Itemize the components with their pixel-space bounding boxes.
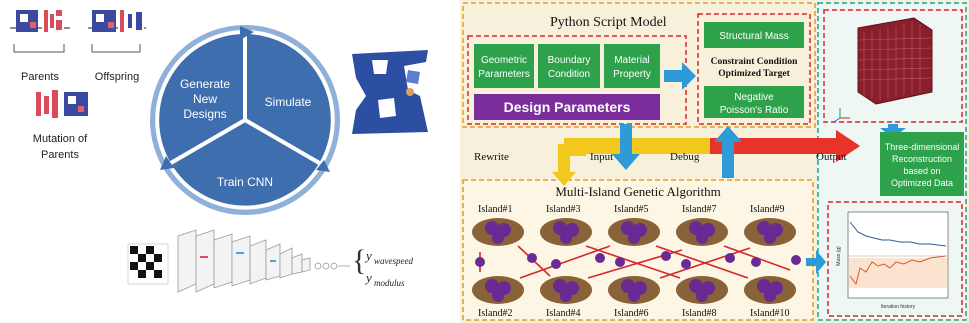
boundary-label-line1: Boundary bbox=[548, 55, 591, 66]
y-wavespeed-sub: wavespeed bbox=[374, 256, 413, 266]
convergence-plot bbox=[827, 201, 963, 317]
island-1 bbox=[472, 218, 524, 246]
island-9-label: Island#9 bbox=[750, 204, 784, 215]
simulate-label: Simulate bbox=[265, 95, 312, 109]
island-4 bbox=[540, 276, 592, 304]
constraint-label-line1: Constraint Condition bbox=[711, 57, 799, 67]
reconstruction-line4: Optimized Data bbox=[891, 178, 953, 188]
island-2 bbox=[472, 276, 524, 304]
python-model-title: Python Script Model bbox=[550, 15, 667, 30]
plot-xlabel: Iteration history bbox=[881, 304, 916, 310]
parents-label: Parents bbox=[21, 71, 59, 83]
rewrite-arrowhead bbox=[552, 172, 576, 186]
geometric-params-box bbox=[474, 44, 534, 88]
debug-arrow bbox=[714, 126, 742, 178]
island-7-label: Island#7 bbox=[682, 204, 716, 215]
island-2-label: Island#2 bbox=[478, 308, 512, 319]
negative-poisson-line2: Poisson's Ratio bbox=[720, 105, 789, 116]
reconstruction-box bbox=[880, 132, 964, 196]
train-segment bbox=[166, 117, 324, 210]
reconstruction-line3: based on bbox=[903, 166, 940, 176]
output-arrowhead bbox=[836, 130, 860, 162]
debug-label: Debug bbox=[670, 151, 700, 163]
material-label-line2: Property bbox=[613, 69, 651, 80]
train-cnn-label: Train CNN bbox=[217, 175, 273, 189]
material-property-box bbox=[604, 44, 660, 88]
reconstruction-line2: Reconstruction bbox=[892, 154, 952, 164]
cycle-arrowhead-right bbox=[316, 160, 330, 172]
material-label-line1: Material bbox=[614, 55, 650, 66]
constraint-label-line2: Optimized Target bbox=[718, 69, 790, 79]
cycle-arrowhead-top bbox=[240, 26, 254, 40]
input-arrow bbox=[612, 124, 640, 170]
offspring-label: Offspring bbox=[95, 71, 139, 83]
parents-bracket bbox=[13, 44, 65, 53]
simulation-image bbox=[350, 48, 430, 138]
generate-label-line1: Generate bbox=[180, 77, 230, 91]
island-5-label: Island#5 bbox=[614, 204, 648, 215]
negative-poisson-box bbox=[704, 86, 804, 118]
structural-mass-label: Structural Mass bbox=[719, 31, 788, 42]
island-3 bbox=[540, 218, 592, 246]
cnn-input-grid bbox=[127, 243, 169, 285]
cnn-layer-marks bbox=[200, 252, 276, 262]
misga-to-plot-arrow bbox=[806, 250, 826, 274]
island-6-label: Island#6 bbox=[614, 308, 648, 319]
left-diagram: Parents Offspring Mutation of Parents Ge… bbox=[10, 10, 430, 293]
generate-segment bbox=[155, 29, 247, 167]
island-4-label: Island#4 bbox=[546, 308, 580, 319]
offspring-designs bbox=[88, 10, 146, 32]
geometric-label-line1: Geometric bbox=[481, 55, 527, 66]
island-3-label: Island#3 bbox=[546, 204, 580, 215]
design-parameters-label: Design Parameters bbox=[504, 99, 631, 115]
misga-title: Multi-Island Genetic Algorithm bbox=[555, 184, 720, 199]
python-model-region bbox=[462, 2, 816, 128]
rewrite-label: Rewrite bbox=[474, 151, 509, 163]
cycle-arrowhead-left bbox=[160, 156, 174, 170]
cnn-dense-layers bbox=[314, 262, 350, 270]
island-10-label: Island#10 bbox=[750, 308, 789, 319]
mutation-designs bbox=[36, 90, 88, 120]
y-modulus-base: y bbox=[364, 270, 372, 285]
boundary-condition-box bbox=[538, 44, 600, 88]
y-wavespeed-base: y bbox=[364, 248, 372, 263]
island-8 bbox=[676, 276, 728, 304]
output-label: Output bbox=[816, 151, 847, 163]
cycle-diagram bbox=[150, 25, 340, 215]
negative-poisson-line1: Negative bbox=[734, 92, 774, 103]
island-6 bbox=[608, 276, 660, 304]
y-modulus-sub: modulus bbox=[374, 278, 405, 288]
island-7 bbox=[676, 218, 728, 246]
island-1-label: Island#1 bbox=[478, 204, 512, 215]
reconstruction-line1: Three-dimensional bbox=[885, 142, 960, 152]
constraint-group bbox=[697, 13, 811, 125]
island-8-label: Island#8 bbox=[682, 308, 716, 319]
mutation-label-line1: Mutation of bbox=[33, 133, 88, 145]
parents-designs bbox=[10, 10, 70, 32]
island-10 bbox=[744, 276, 796, 304]
lattice-arrow bbox=[880, 124, 906, 138]
boundary-label-line2: Condition bbox=[548, 69, 590, 80]
generate-label-line3: Designs bbox=[183, 107, 226, 121]
migrating-individuals bbox=[475, 251, 801, 269]
island-9 bbox=[744, 218, 796, 246]
geometric-label-line2: Parameters bbox=[478, 69, 530, 80]
structural-mass-box bbox=[704, 22, 804, 48]
input-label: Input bbox=[590, 151, 613, 163]
design-parameters-box bbox=[474, 94, 660, 120]
mutation-label-line2: Parents bbox=[41, 149, 79, 161]
plot-ylabel: Mass (g) bbox=[836, 246, 842, 266]
cnn-layers bbox=[177, 229, 311, 293]
flow-bar-yellow bbox=[564, 138, 710, 154]
generate-label-line2: New bbox=[193, 92, 217, 106]
islands bbox=[472, 218, 796, 304]
param-to-constraint-arrow bbox=[664, 62, 696, 90]
lattice-structure bbox=[823, 9, 963, 123]
right-diagram: Python Script Model Geometric Parameters… bbox=[460, 0, 969, 323]
design-params-group bbox=[467, 35, 687, 125]
offspring-bracket bbox=[91, 44, 141, 53]
island-5 bbox=[608, 218, 660, 246]
output-brace: { bbox=[352, 244, 366, 277]
